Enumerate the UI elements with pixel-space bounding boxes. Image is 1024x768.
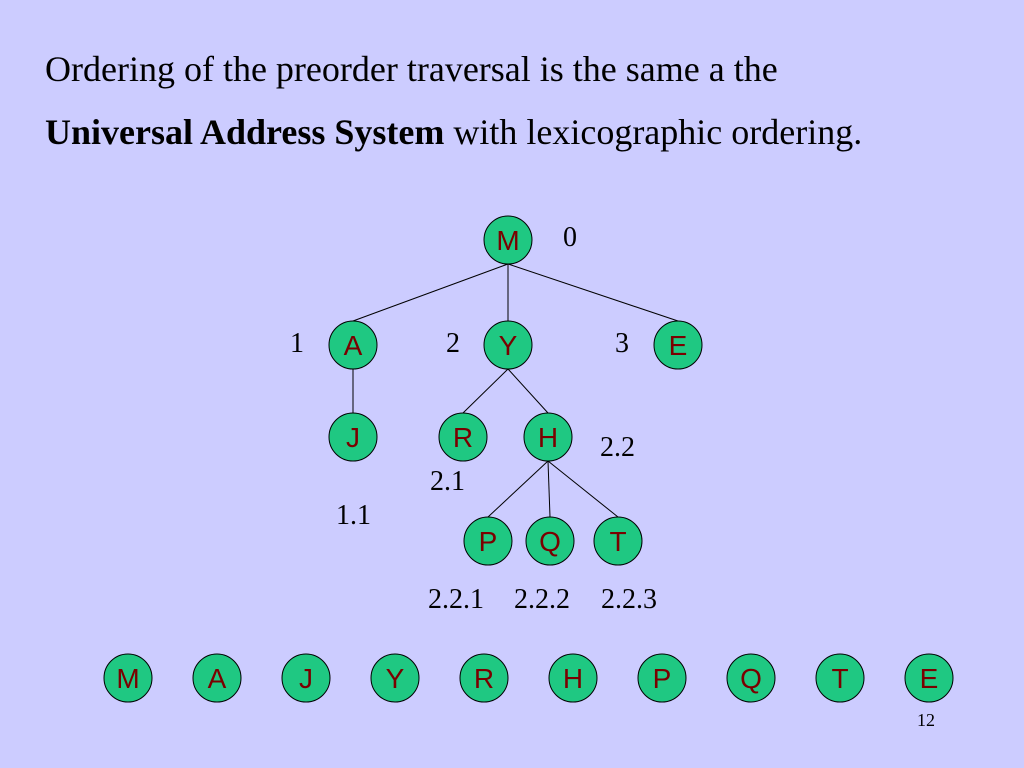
traversal-node-circle [370,653,420,703]
traversal-node-label: Y [386,663,405,694]
address-label-R: 2.1 [430,466,465,497]
tree-node-H: H [523,412,573,462]
edge-Y-H [507,368,549,414]
address-label-Y: 2 [446,328,460,359]
traversal-node-circle [726,653,776,703]
traversal-node-circle [815,653,865,703]
title-line-1: Ordering of the preorder traversal is th… [45,49,778,89]
tree-node-label: H [538,422,558,453]
address-label-E: 3 [615,328,629,359]
title-line-2-rest: with lexicographic ordering. [444,112,863,152]
title-bold-phrase: Universal Address System [45,112,445,152]
tree-node-circle [463,516,513,566]
tree-node-Q: Q [525,516,575,566]
traversal-node-T: T [815,653,865,703]
edge-H-T [547,460,619,518]
tree-node-label: J [346,422,360,453]
tree-node-circle [328,412,378,462]
traversal-node-M: M [103,653,153,703]
title-line-2: Universal Address System with lexicograp… [45,101,1005,164]
address-label-Q: 2.2.2 [514,584,570,615]
traversal-node-circle [192,653,242,703]
tree-node-label: Y [499,330,518,361]
tree-node-circle [593,516,643,566]
traversal-node-label: P [653,663,672,694]
tree-node-circle [438,412,488,462]
traversal-node-label: J [299,663,313,694]
address-label-P: 2.2.1 [428,584,484,615]
edge-H-Q [547,460,551,518]
traversal-node-label: T [831,663,848,694]
traversal-node-circle [103,653,153,703]
traversal-node-circle [637,653,687,703]
traversal-node-P: P [637,653,687,703]
tree-node-R: R [438,412,488,462]
tree-node-E: E [653,320,703,370]
tree-node-M: M [483,215,533,265]
address-label-M: 0 [563,222,577,253]
tree-node-label: P [479,526,498,557]
address-label-T: 2.2.3 [601,584,657,615]
tree-node-circle [483,320,533,370]
traversal-node-circle [281,653,331,703]
tree-node-T: T [593,516,643,566]
edge-M-A [352,263,509,322]
traversal-node-A: A [192,653,242,703]
address-label-J: 1.1 [336,500,371,531]
tree-node-label: E [669,330,688,361]
address-label-A: 1 [290,328,304,359]
tree-node-circle [525,516,575,566]
traversal-node-E: E [904,653,954,703]
traversal-node-Y: Y [370,653,420,703]
tree-node-circle [483,215,533,265]
traversal-node-circle [548,653,598,703]
tree-node-label: A [344,330,363,361]
tree-node-circle [653,320,703,370]
traversal-node-label: Q [740,663,762,694]
traversal-node-R: R [459,653,509,703]
slide-title: Ordering of the preorder traversal is th… [45,38,1005,164]
address-label-H: 2.2 [600,432,635,463]
traversal-node-circle [904,653,954,703]
traversal-node-J: J [281,653,331,703]
tree-node-label: R [453,422,473,453]
tree-node-Y: Y [483,320,533,370]
tree-node-label: M [496,225,519,256]
page-number: 12 [917,710,935,730]
tree-node-A: A [328,320,378,370]
tree-node-circle [328,320,378,370]
traversal-node-Q: Q [726,653,776,703]
tree-node-circle [523,412,573,462]
traversal-node-H: H [548,653,598,703]
tree-node-J: J [328,412,378,462]
tree-node-label: Q [539,526,561,557]
tree-node-label: T [609,526,626,557]
traversal-node-label: H [563,663,583,694]
traversal-node-label: M [116,663,139,694]
traversal-node-label: R [474,663,494,694]
edge-M-E [507,263,679,322]
traversal-node-label: E [920,663,939,694]
traversal-node-circle [459,653,509,703]
tree-node-P: P [463,516,513,566]
edge-H-P [487,460,549,518]
edge-Y-R [462,368,509,414]
traversal-node-label: A [208,663,227,694]
